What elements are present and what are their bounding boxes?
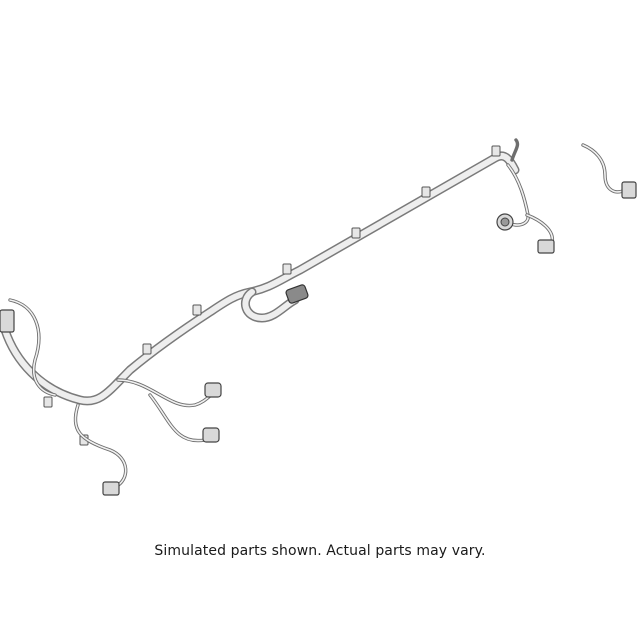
harness-clips — [43, 145, 501, 446]
harness-branch-wires — [8, 138, 627, 489]
disclaimer-caption: Simulated parts shown. Actual parts may … — [154, 543, 486, 559]
harness-trunk — [0, 151, 520, 406]
harness-connectors — [0, 181, 637, 496]
